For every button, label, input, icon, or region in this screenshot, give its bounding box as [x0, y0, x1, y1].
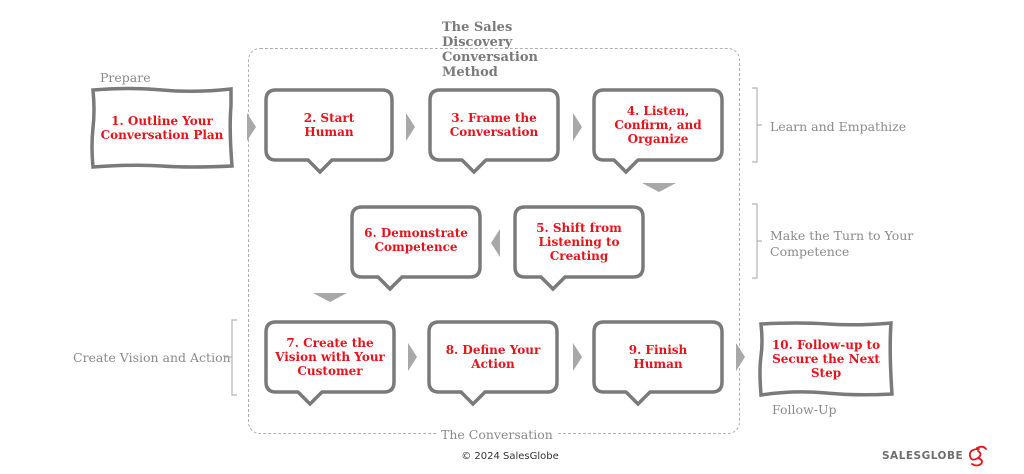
step-5-label: 5. Shift from Listening to Creating: [536, 221, 622, 263]
step-10-label: 10. Follow-up to Secure the Next Step: [771, 338, 881, 380]
step-4-label: 4. Listen, Confirm, and Organize: [614, 104, 702, 146]
step-2-label: 2. Start Human: [303, 111, 355, 139]
phase-followup: Follow-Up: [772, 402, 837, 417]
logo-text: SALESGLOBE: [882, 450, 964, 462]
phase-prepare: Prepare: [100, 70, 151, 85]
bracket-turn: [752, 203, 762, 279]
phase-learn: Learn and Empathize: [770, 119, 907, 134]
arrow-right-icon: [406, 113, 415, 141]
step-1-label: 1. Outline Your Conversation Plan: [100, 114, 224, 142]
step-6-label: 6. Demonstrate Competence: [364, 226, 468, 254]
step-8-label: 8. Define Your Action: [445, 343, 541, 371]
arrow-right-icon: [736, 343, 745, 371]
arrow-right-icon: [408, 343, 417, 371]
step-10-box: 10. Follow-up to Secure the Next Step: [758, 320, 894, 398]
step-3-label: 3. Frame the Conversation: [449, 111, 539, 139]
copyright: © 2024 SalesGlobe: [461, 451, 559, 462]
diagram-title: The Sales Discovery Conversation Method: [442, 20, 538, 80]
step-4-bubble: 4. Listen, Confirm, and Organize: [592, 88, 724, 175]
swirl-g-logo-icon: [969, 445, 988, 467]
arrow-right-icon: [573, 343, 582, 371]
phase-vision: Create Vision and Action: [73, 350, 231, 365]
bracket-learn: [752, 87, 762, 163]
step-6-bubble: 6. Demonstrate Competence: [350, 205, 482, 292]
phase-turn: Make the Turn to Your Competence: [770, 228, 914, 259]
arrow-down-icon: [313, 293, 347, 302]
bracket-vision: [226, 319, 237, 396]
arrow-left-icon: [491, 229, 500, 257]
arrow-right-icon: [247, 113, 256, 141]
salesglobe-logo: SALESGLOBE: [882, 445, 989, 467]
step-8-bubble: 8. Define Your Action: [427, 320, 559, 407]
arrow-down-icon: [642, 183, 676, 192]
conversation-label: The Conversation: [438, 427, 556, 443]
step-2-bubble: 2. Start Human: [264, 88, 394, 175]
step-9-bubble: 9. Finish Human: [592, 320, 724, 407]
step-9-label: 9. Finish Human: [628, 343, 688, 371]
step-7-label: 7. Create the Vision with Your Customer: [275, 336, 385, 378]
step-7-bubble: 7. Create the Vision with Your Customer: [264, 320, 396, 407]
step-5-bubble: 5. Shift from Listening to Creating: [513, 205, 645, 292]
step-1-box: 1. Outline Your Conversation Plan: [90, 86, 234, 170]
arrow-right-icon: [573, 113, 582, 141]
step-3-bubble: 3. Frame the Conversation: [428, 88, 560, 175]
